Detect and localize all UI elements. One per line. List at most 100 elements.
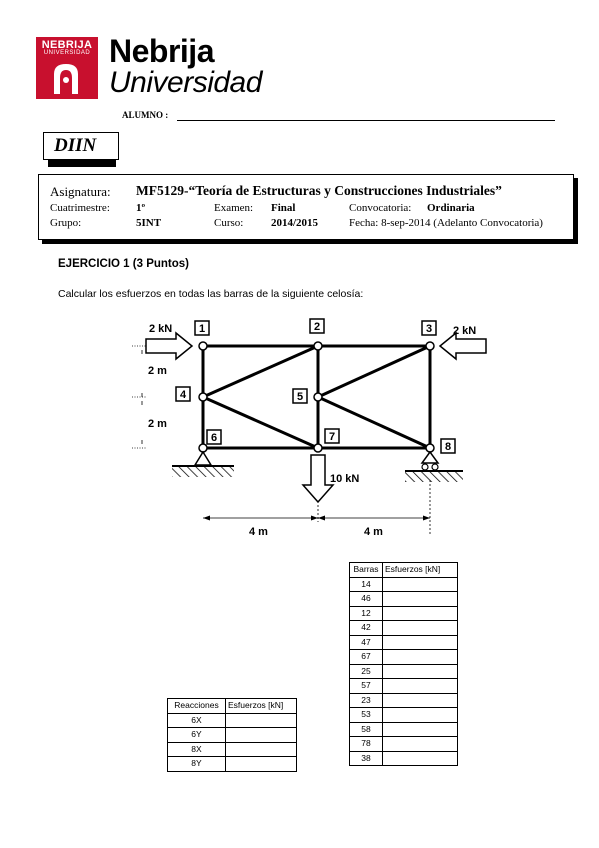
dim-label-h1: 4 m bbox=[249, 526, 268, 538]
table-row: 8Y bbox=[167, 756, 297, 772]
table-row: 47 bbox=[349, 634, 458, 650]
load-label-left: 2 kN bbox=[149, 323, 172, 335]
answer-cell bbox=[382, 663, 458, 679]
node-label-6: 6 bbox=[211, 432, 217, 444]
table-row: 67 bbox=[349, 649, 458, 665]
joint-5 bbox=[313, 392, 323, 402]
table-row: 12 bbox=[349, 605, 458, 621]
table-row: 6X bbox=[167, 712, 297, 728]
answer-cell bbox=[382, 620, 458, 636]
barras-table: Barras Esfuerzos [kN] 14 46 12 42 47 67 … bbox=[349, 562, 458, 766]
table-row: 42 bbox=[349, 620, 458, 636]
dimension-labels: 2 m 2 m 4 m 4 m bbox=[148, 365, 383, 538]
answer-cell bbox=[225, 756, 297, 772]
pin-support-6 bbox=[172, 450, 234, 477]
node-label-boxes bbox=[175, 318, 456, 454]
convocatoria-label: Convocatoria: bbox=[349, 202, 412, 214]
brand-subtitle: Universidad bbox=[109, 66, 262, 99]
joint-4 bbox=[198, 392, 208, 402]
bar-47 bbox=[202, 395, 319, 450]
truss-diagram: 1 2 3 4 5 6 7 8 2 kN 2 kN 10 kN 2 m 2 m … bbox=[132, 318, 487, 538]
answer-cell bbox=[382, 692, 458, 708]
dim-label-h2: 4 m bbox=[364, 526, 383, 538]
dim-label-v2: 2 m bbox=[148, 418, 167, 430]
bar-42 bbox=[202, 344, 319, 399]
answer-cell bbox=[382, 678, 458, 694]
table-row: 6Y bbox=[167, 727, 297, 743]
joint-1 bbox=[198, 341, 208, 351]
fecha-text: Fecha: 8-sep-2014 (Adelanto Convocatoria… bbox=[349, 217, 543, 229]
answer-cell bbox=[225, 727, 297, 743]
answer-cell bbox=[382, 721, 458, 737]
table-row: 25 bbox=[349, 663, 458, 679]
barras-header-0: Barras bbox=[349, 562, 383, 578]
joint-2 bbox=[313, 341, 323, 351]
dept-label: DIIN bbox=[43, 132, 119, 160]
dimension-lines bbox=[132, 345, 431, 535]
load-label-down: 10 kN bbox=[330, 473, 359, 485]
joint-3 bbox=[425, 341, 435, 351]
answer-cell bbox=[382, 576, 458, 592]
exercise-description: Calcular los esfuerzos en todas las barr… bbox=[58, 288, 364, 300]
reacciones-header-1: Esfuerzos [kN] bbox=[225, 698, 297, 714]
answer-cell bbox=[382, 605, 458, 621]
node-label-3: 3 bbox=[426, 323, 432, 335]
curso-value: 2014/2015 bbox=[271, 217, 319, 229]
answer-cell bbox=[382, 634, 458, 650]
alumno-label: ALUMNO : bbox=[122, 110, 169, 120]
node-label-1: 1 bbox=[199, 323, 205, 335]
asignatura-value: MF5129-“Teoría de Estructuras y Construc… bbox=[136, 183, 502, 198]
answer-cell bbox=[382, 591, 458, 607]
answer-cell bbox=[382, 736, 458, 752]
joint-7 bbox=[313, 443, 323, 453]
reacciones-header-0: Reacciones bbox=[167, 698, 226, 714]
table-row: 58 bbox=[349, 721, 458, 737]
convocatoria-value: Ordinaria bbox=[427, 202, 475, 214]
dimension-arrowheads bbox=[203, 515, 430, 521]
load-arrows bbox=[145, 331, 487, 504]
node-label-8: 8 bbox=[445, 441, 451, 453]
roller-support-8 bbox=[405, 450, 463, 482]
answer-cell bbox=[382, 750, 458, 766]
logo-line2: UNIVERSIDAD bbox=[43, 50, 91, 56]
node-label-5: 5 bbox=[297, 391, 303, 403]
bar-53 bbox=[317, 344, 431, 399]
alumno-field bbox=[177, 120, 555, 121]
load-arrow-right bbox=[438, 331, 487, 361]
load-labels: 2 kN 2 kN 10 kN bbox=[149, 323, 476, 485]
examen-value: Final bbox=[271, 202, 296, 214]
node-label-2: 2 bbox=[314, 321, 320, 333]
curso-label: Curso: bbox=[214, 217, 244, 229]
load-arrow-left bbox=[145, 331, 194, 361]
asignatura-label: Asignatura: bbox=[50, 184, 111, 199]
answer-cell bbox=[225, 712, 297, 728]
brand-name: Nebrija bbox=[109, 33, 214, 69]
answer-cell bbox=[382, 649, 458, 665]
table-row: 14 bbox=[349, 576, 458, 592]
node-label-4: 4 bbox=[180, 389, 187, 401]
logo-emblem-icon bbox=[54, 64, 78, 94]
node-label-7: 7 bbox=[329, 431, 335, 443]
load-arrow-down bbox=[301, 454, 335, 504]
exercise-title: EJERCICIO 1 (3 Puntos) bbox=[58, 258, 189, 270]
table-row: 46 bbox=[349, 591, 458, 607]
cuatrimestre-value: 1º bbox=[136, 202, 146, 214]
exam-header-box: Asignatura: MF5129-“Teoría de Estructura… bbox=[38, 174, 574, 240]
logo-line1: NEBRIJA bbox=[41, 39, 93, 51]
answer-cell bbox=[382, 707, 458, 723]
table-row: 8X bbox=[167, 741, 297, 757]
table-row: 78 bbox=[349, 736, 458, 752]
dim-label-v1: 2 m bbox=[148, 365, 167, 377]
examen-label: Examen: bbox=[214, 202, 254, 214]
grupo-label: Grupo: bbox=[50, 217, 82, 229]
load-label-right: 2 kN bbox=[453, 325, 476, 337]
grupo-value: 5INT bbox=[136, 217, 162, 229]
table-row: 53 bbox=[349, 707, 458, 723]
table-row: 57 bbox=[349, 678, 458, 694]
bar-58 bbox=[317, 395, 431, 450]
barras-header-1: Esfuerzos [kN] bbox=[382, 562, 458, 578]
table-row: 23 bbox=[349, 692, 458, 708]
reacciones-table: Reacciones Esfuerzos [kN] 6X 6Y 8X 8Y bbox=[167, 698, 297, 772]
cuatrimestre-label: Cuatrimestre: bbox=[50, 202, 110, 214]
node-labels: 1 2 3 4 5 6 7 8 bbox=[180, 321, 451, 453]
